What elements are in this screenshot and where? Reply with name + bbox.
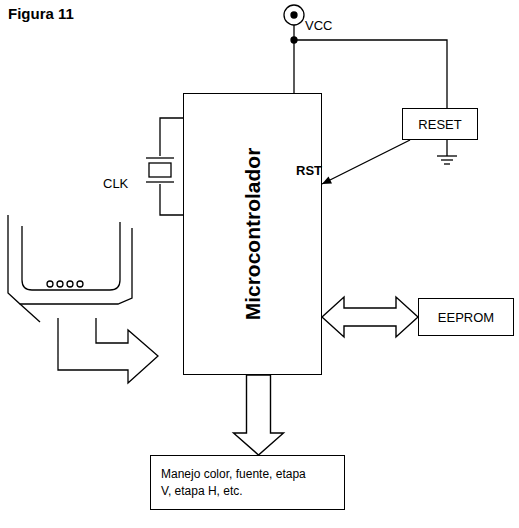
connector <box>322 176 332 184</box>
node-text: RESET <box>418 117 461 132</box>
supply-label: VCC <box>305 18 332 33</box>
node-text: Microcontrolador <box>241 148 265 321</box>
keypad-outline <box>8 215 132 304</box>
node-text: Manejo color, fuente, etapa V, etapa H, … <box>161 466 311 498</box>
ground-symbol <box>441 159 453 160</box>
input-arrow <box>58 318 158 383</box>
vcc-wire <box>293 25 294 93</box>
crystal-plate <box>146 181 174 182</box>
keypad-edge <box>20 304 40 322</box>
eeprom-box: EEPROM <box>418 298 514 336</box>
ground-symbol <box>437 155 457 156</box>
ground-symbol <box>444 163 450 164</box>
clk-wire <box>160 118 183 156</box>
microcontroller-box: Microcontrolador <box>183 93 322 375</box>
keypad-button <box>67 281 73 287</box>
node-text: EEPROM <box>438 310 494 325</box>
vcc-terminal-dot <box>291 12 297 18</box>
keypad-button <box>47 281 53 287</box>
clock-label: CLK <box>103 176 128 191</box>
keypad-button <box>57 281 63 287</box>
reset-block: RESET <box>402 108 478 140</box>
crystal-body <box>149 163 171 177</box>
connector <box>322 297 418 337</box>
keypad-inner <box>22 222 120 290</box>
keypad-button <box>77 281 83 287</box>
connector <box>322 140 410 184</box>
ground-wire <box>446 140 447 156</box>
vcc-terminal <box>284 5 304 25</box>
crystal-plate <box>146 157 174 158</box>
figure-title: Figura 11 <box>8 5 74 22</box>
output-box: Manejo color, fuente, etapa V, etapa H, … <box>150 455 345 510</box>
clk-wire <box>160 184 183 215</box>
pin-label: RST <box>296 163 322 178</box>
connector <box>234 375 284 455</box>
